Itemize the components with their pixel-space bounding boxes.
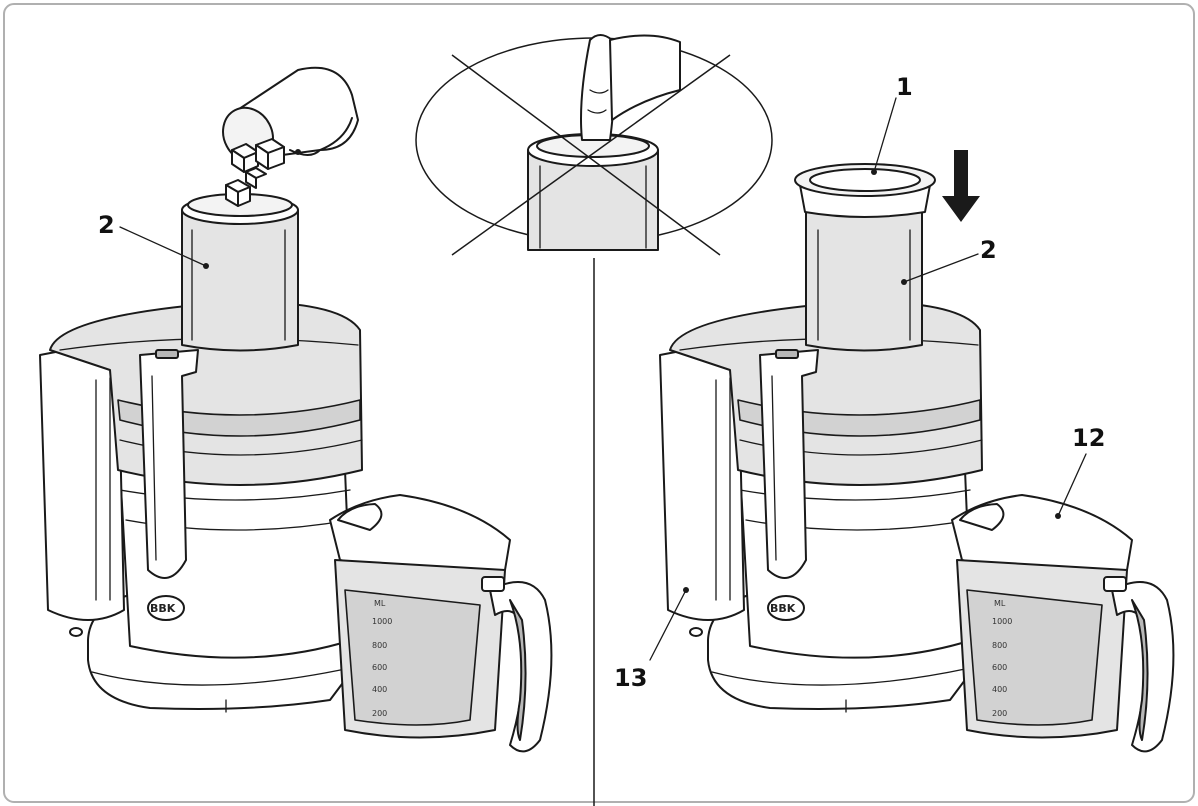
jug-scale-right: ML 1000 800 600 400 200 — [992, 599, 1012, 718]
brand-badge-left: BBK — [150, 602, 176, 615]
left-jug — [329, 494, 553, 753]
scale-mark-200: 200 — [372, 709, 387, 718]
leader-line-right-pulp-container — [649, 589, 687, 661]
right-juicer: BBK — [659, 300, 983, 713]
scale-mark-400: 400 — [372, 685, 387, 694]
leader-dot-right-pulp-container — [683, 587, 689, 593]
finger-icon — [580, 34, 681, 141]
callout-right-jug-lid: 12 — [1072, 424, 1105, 452]
leader-line-right-pusher — [903, 253, 979, 283]
leader-line-right-cover — [873, 97, 897, 173]
callout-right-cover: 1 — [896, 73, 913, 101]
diagram-frame — [3, 3, 1195, 803]
callout-right-pulp-container: 13 — [614, 664, 647, 692]
brand-badge-right: BBK — [770, 602, 796, 615]
leader-dot-right-jug-lid — [1055, 513, 1061, 519]
prohibition-inset — [415, 34, 773, 256]
leader-line-left-pusher — [119, 226, 207, 267]
arrow-down-icon — [942, 150, 980, 222]
scale-mark-600: 600 — [372, 663, 387, 672]
leader-dot-right-cover — [871, 169, 877, 175]
right-cover — [794, 163, 936, 218]
callout-left-pusher: 2 — [98, 211, 115, 239]
scale-unit: ML — [374, 599, 386, 608]
scale-mark-1000: 1000 — [372, 617, 392, 626]
right-pusher — [805, 209, 923, 352]
left-pusher — [181, 193, 299, 352]
scale-mark-right-400: 400 — [992, 685, 1007, 694]
cross-out-icon — [451, 54, 731, 256]
leader-dot-left-pusher — [203, 263, 209, 269]
scale-unit-right: ML — [994, 599, 1006, 608]
scale-mark-right-800: 800 — [992, 641, 1007, 650]
left-juicer: BBK — [39, 300, 363, 713]
right-jug — [951, 494, 1175, 753]
scale-mark-right-200: 200 — [992, 709, 1007, 718]
food-cubes — [225, 138, 285, 207]
scale-mark-right-1000: 1000 — [992, 617, 1012, 626]
scale-mark-800: 800 — [372, 641, 387, 650]
leader-dot-right-pusher — [901, 279, 907, 285]
callout-right-pusher: 2 — [980, 236, 997, 264]
jug-scale-left: ML 1000 800 600 400 200 — [372, 599, 392, 718]
scale-mark-right-600: 600 — [992, 663, 1007, 672]
leader-line-right-jug-lid — [1057, 453, 1087, 517]
